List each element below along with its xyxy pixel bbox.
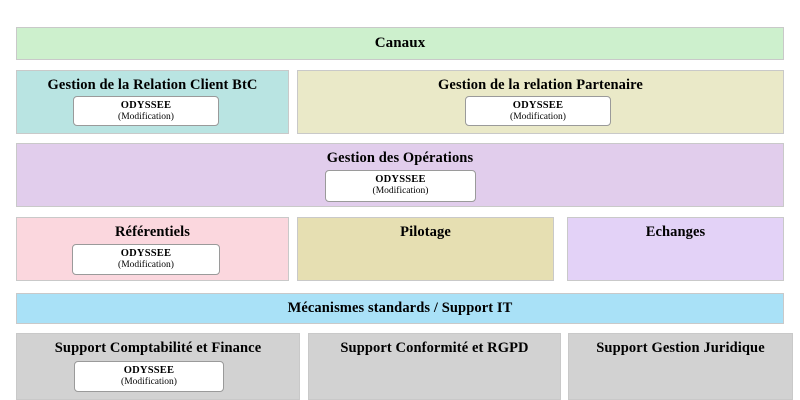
odyssee-chip-partenaire[interactable]: ODYSSEE (Modification): [465, 96, 611, 126]
odyssee-chip-name: ODYSSEE: [120, 248, 172, 259]
block-gestion-des-operations-label: Gestion des Opérations: [326, 150, 474, 166]
odyssee-chip-name: ODYSSEE: [123, 365, 175, 376]
block-pilotage-label: Pilotage: [400, 224, 451, 240]
block-support-conformite-rgpd[interactable]: Support Conformité et RGPD: [308, 333, 561, 400]
block-echanges-label: Echanges: [645, 224, 706, 240]
block-gestion-des-operations[interactable]: Gestion des Opérations ODYSSEE (Modifica…: [16, 143, 784, 207]
block-support-comptabilite-finance-label: Support Comptabilité et Finance: [54, 340, 262, 356]
odyssee-chip-name: ODYSSEE: [512, 100, 564, 111]
block-pilotage[interactable]: Pilotage: [297, 217, 554, 281]
odyssee-chip-subtitle: (Modification): [118, 260, 174, 270]
odyssee-chip-subtitle: (Modification): [372, 186, 429, 196]
block-referentiels-label: Référentiels: [114, 224, 190, 240]
odyssee-chip-operations[interactable]: ODYSSEE (Modification): [325, 170, 476, 202]
block-gestion-relation-partenaire-label: Gestion de la relation Partenaire: [438, 77, 643, 93]
block-mecanismes-standards-support-it[interactable]: Mécanismes standards / Support IT: [16, 293, 784, 324]
odyssee-chip-subtitle: (Modification): [510, 112, 566, 122]
odyssee-chip-subtitle: (Modification): [118, 112, 174, 122]
block-canaux[interactable]: Canaux: [16, 27, 784, 60]
block-gestion-relation-partenaire[interactable]: Gestion de la relation Partenaire ODYSSE…: [297, 70, 784, 134]
odyssee-chip-name: ODYSSEE: [120, 100, 172, 111]
block-referentiels[interactable]: Référentiels ODYSSEE (Modification): [16, 217, 289, 281]
odyssee-chip-subtitle: (Modification): [121, 377, 177, 387]
block-gestion-relation-client-btc[interactable]: Gestion de la Relation Client BtC ODYSSE…: [16, 70, 289, 134]
block-support-conformite-rgpd-label: Support Conformité et RGPD: [340, 340, 529, 356]
odyssee-chip-compta[interactable]: ODYSSEE (Modification): [74, 361, 224, 392]
block-support-gestion-juridique[interactable]: Support Gestion Juridique: [568, 333, 793, 400]
odyssee-chip-referentiels[interactable]: ODYSSEE (Modification): [72, 244, 220, 275]
block-echanges[interactable]: Echanges: [567, 217, 784, 281]
block-support-comptabilite-finance[interactable]: Support Comptabilité et Finance ODYSSEE …: [16, 333, 300, 400]
block-canaux-label: Canaux: [374, 35, 426, 51]
odyssee-chip-name: ODYSSEE: [375, 174, 426, 185]
block-support-gestion-juridique-label: Support Gestion Juridique: [596, 340, 765, 356]
block-gestion-relation-client-btc-label: Gestion de la Relation Client BtC: [47, 77, 258, 93]
odyssee-chip-client[interactable]: ODYSSEE (Modification): [73, 96, 219, 126]
block-mecanismes-standards-support-it-label: Mécanismes standards / Support IT: [287, 300, 513, 316]
